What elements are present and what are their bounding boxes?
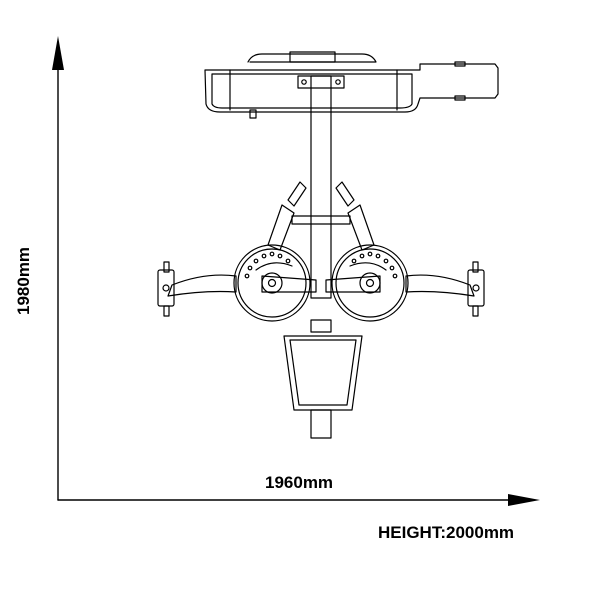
left-handle-pin-top [163, 261, 170, 273]
left-disc-arc [255, 262, 293, 271]
seat-pad-inner [289, 339, 357, 406]
left-pivot-disc [233, 244, 317, 322]
right-disc-hole-2 [389, 265, 395, 271]
right-bracket [335, 181, 355, 207]
top-frame-inner [211, 73, 413, 109]
right-disc-arc [349, 262, 387, 271]
right-disc-center [365, 278, 375, 288]
seat-post [310, 409, 332, 439]
center-spine-tube [310, 75, 332, 299]
top-frame-top-curve [247, 53, 377, 63]
left-handle-grip [157, 269, 175, 307]
left-disc-hole-5 [269, 251, 275, 257]
right-disc-hole-4 [375, 253, 381, 259]
left-disc-inner [237, 248, 307, 318]
depth-dimension-label: 1980mm [14, 246, 33, 315]
right-arm-tube [405, 274, 475, 297]
seat-assembly [283, 319, 363, 439]
left-handle-pin-bottom [163, 305, 170, 317]
right-disc-hole-6 [359, 253, 365, 259]
left-bracket [287, 181, 307, 207]
under-frame-tab [249, 109, 257, 119]
right-disc-hole-3 [383, 258, 389, 264]
right-handle-arm [405, 261, 485, 317]
top-frame-outline [204, 63, 499, 113]
spine-bracket [297, 75, 345, 89]
bracket-crossbar [291, 215, 351, 225]
left-disc-hole-1 [244, 273, 250, 279]
right-handle-pin-bottom [472, 305, 479, 317]
left-disc-lever [261, 275, 317, 293]
bolt-right [335, 79, 341, 85]
bolt-left [301, 79, 307, 85]
left-handle-arm [157, 261, 237, 317]
right-handle-pin-top [472, 261, 479, 273]
right-disc-outer [331, 244, 409, 322]
left-disc-center [267, 278, 277, 288]
right-handle-grip [467, 269, 485, 307]
right-disc-hole-1 [392, 273, 398, 279]
right-extension-knob-bottom [454, 95, 466, 101]
right-disc-hole-5 [367, 251, 373, 257]
right-disc-hole-7 [351, 258, 357, 264]
left-bracket-link [267, 204, 295, 251]
seat-pad-outline [283, 335, 363, 411]
height-dimension-label: HEIGHT:2000mm [378, 523, 515, 542]
left-arm-tube [167, 274, 237, 297]
left-handle-knob [162, 284, 170, 292]
right-extension-knob-top [454, 61, 466, 67]
left-disc-outer [233, 244, 311, 322]
right-pivot-disc [325, 244, 409, 322]
left-disc-hole-7 [285, 258, 291, 264]
right-disc-lever [325, 275, 381, 293]
left-disc-hole-3 [253, 258, 259, 264]
arm-brackets [267, 181, 375, 251]
left-disc-hole-2 [247, 265, 253, 271]
top-frame [204, 51, 499, 119]
width-dimension-label: 1960mm [265, 473, 334, 492]
right-bracket-link [347, 204, 375, 251]
center-spine [297, 75, 345, 299]
left-disc-hole-4 [261, 253, 267, 259]
left-disc-hole-6 [277, 253, 283, 259]
dimension-axes [52, 36, 540, 506]
seat-neck [310, 319, 332, 333]
right-handle-knob [472, 284, 480, 292]
right-arrow-icon [508, 494, 540, 506]
right-disc-inner [335, 248, 405, 318]
up-arrow-icon [52, 36, 64, 70]
